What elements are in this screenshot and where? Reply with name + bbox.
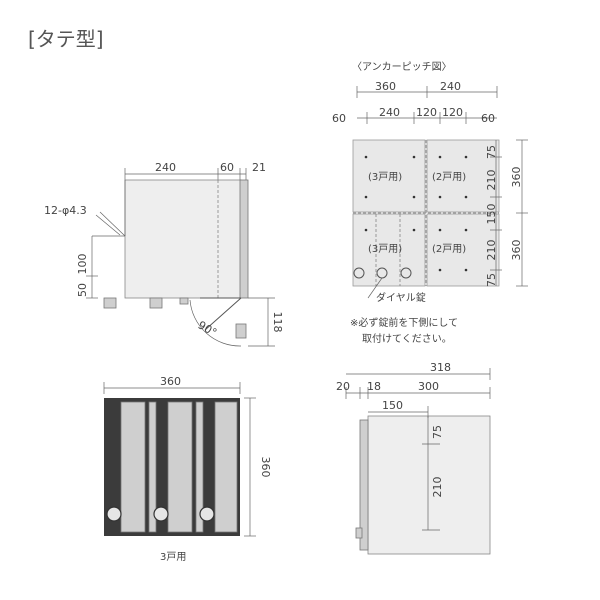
side-dim-100: 100 bbox=[76, 254, 89, 275]
anchor-holes bbox=[364, 155, 468, 272]
anchor-v-75a: 75 bbox=[485, 145, 498, 159]
anchor-dim-120a: 120 bbox=[416, 106, 437, 119]
anchor-v-360b: 360 bbox=[510, 240, 523, 261]
note-line-1: ※必ず錠前を下側にして bbox=[350, 316, 458, 329]
cell-2ko-bottom: (2戸用) bbox=[432, 243, 466, 255]
hole-spec-label: 12-φ4.3 bbox=[44, 204, 87, 217]
cell-3ko-bottom: (3戸用) bbox=[368, 243, 402, 255]
side-dim-50: 50 bbox=[76, 283, 89, 297]
cell-3ko-top: (3戸用) bbox=[368, 171, 402, 183]
note-line-2: 取付けてください。 bbox=[362, 332, 452, 345]
anchor-v-75b: 75 bbox=[485, 273, 498, 287]
anchor-v-150: 150 bbox=[485, 204, 498, 225]
anchor-v-210b: 210 bbox=[485, 240, 498, 261]
anchor-dim-240b: 240 bbox=[379, 106, 400, 119]
swing-angle: 90° bbox=[196, 318, 219, 339]
front-height: 360 bbox=[259, 457, 272, 478]
section-dim-300: 300 bbox=[418, 380, 439, 393]
section-v-210: 210 bbox=[431, 477, 444, 498]
anchor-dim-60-left: 60 bbox=[332, 112, 346, 125]
section-inner-150: 150 bbox=[382, 399, 403, 412]
section-dim-20: 20 bbox=[336, 380, 350, 393]
side-dim-118: 118 bbox=[271, 312, 284, 333]
page-title: [タテ型] bbox=[28, 27, 104, 51]
section-dim-18: 18 bbox=[367, 380, 381, 393]
anchor-pitch-diagram: 〈アンカーピッチ図〉 360 240 60 240 120 120 60 bbox=[332, 61, 528, 345]
section-view: 318 20 18 300 150 75 210 bbox=[336, 361, 491, 555]
anchor-dim-240: 240 bbox=[440, 80, 461, 93]
cell-2ko-top: (2戸用) bbox=[432, 171, 466, 183]
anchor-dim-360: 360 bbox=[375, 80, 396, 93]
anchor-dim-120b: 120 bbox=[442, 106, 463, 119]
front-caption: 3戸用 bbox=[160, 551, 186, 563]
front-dial-icons bbox=[106, 506, 215, 522]
dial-lock-label: ダイヤル錠 bbox=[376, 291, 426, 304]
section-v-75: 75 bbox=[431, 425, 444, 439]
anchor-dim-60-right: 60 bbox=[481, 112, 495, 125]
side-view: 240 60 21 12-φ4.3 100 50 90° 118 bbox=[44, 161, 284, 347]
anchor-v-210a: 210 bbox=[485, 170, 498, 191]
anchor-v-360a: 360 bbox=[510, 167, 523, 188]
front-width: 360 bbox=[160, 375, 181, 388]
side-dim-60: 60 bbox=[220, 161, 234, 174]
anchor-heading: 〈アンカーピッチ図〉 bbox=[352, 61, 452, 73]
side-dim-21: 21 bbox=[252, 161, 266, 174]
side-dim-240: 240 bbox=[155, 161, 176, 174]
front-doors bbox=[120, 401, 238, 533]
front-view: 360 360 3戸用 bbox=[103, 375, 272, 563]
section-total: 318 bbox=[430, 361, 451, 374]
